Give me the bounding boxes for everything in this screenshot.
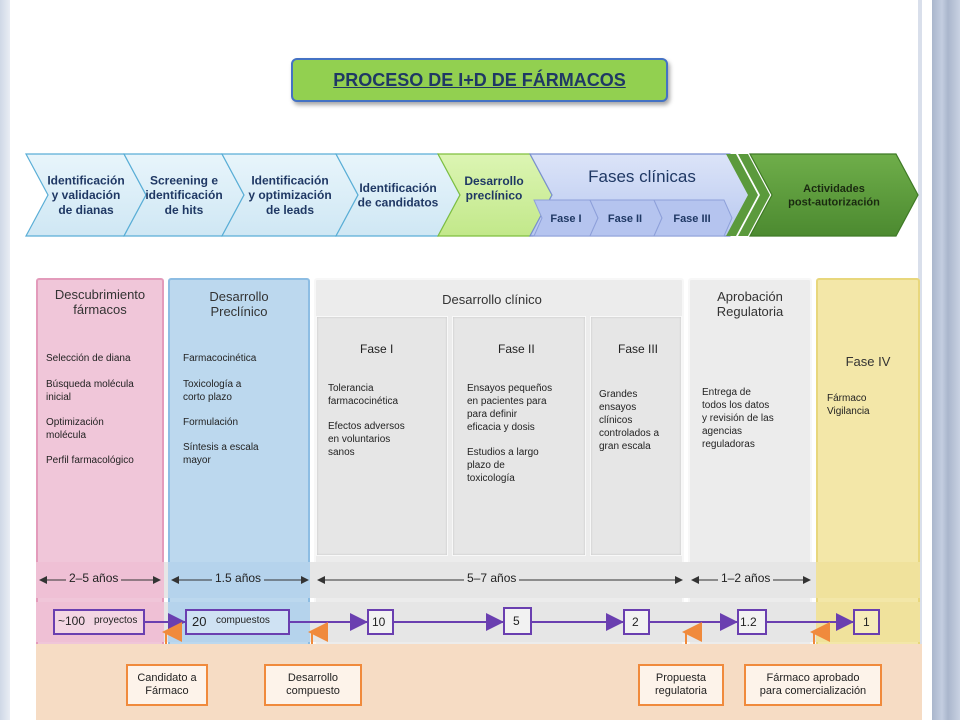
phase3-box	[590, 316, 682, 556]
count-box-regulatory	[737, 609, 767, 635]
count-preclinical-label: compuestos	[216, 615, 270, 626]
count-regulatory: 1.2	[740, 615, 757, 629]
duration-regulatory: 1–2 años	[718, 572, 774, 585]
count-box-phase4	[853, 609, 880, 635]
slide-left-border	[0, 0, 10, 720]
phase-chevron-label: Fase II	[608, 213, 642, 225]
count-phase4: 1	[863, 615, 870, 629]
count-preclinical: 20	[192, 614, 207, 629]
count-box-phase2	[503, 607, 532, 635]
separator-chevron-1	[726, 154, 758, 236]
preclinical-item: Farmacocinética	[183, 353, 257, 364]
phase4-title: Fase IV	[845, 354, 891, 369]
phase-chevron-label: Fase I	[550, 213, 581, 225]
slide-right-border	[918, 0, 960, 720]
post-authorization-chevron	[748, 153, 919, 237]
phase2-box	[452, 316, 586, 556]
page-title: PROCESO DE I+D DE FÁRMACOS	[333, 69, 626, 90]
discovery-item: Perfil farmacológico	[46, 455, 134, 466]
duration-clinical: 5–7 años	[464, 572, 520, 585]
count-box-preclinical	[185, 609, 290, 635]
phase1-box	[316, 316, 448, 556]
phase-chevron-3	[653, 199, 733, 237]
count-phase3: 2	[632, 615, 639, 629]
preclinical-item: Formulación	[183, 417, 239, 428]
count-box-phase3	[623, 609, 650, 635]
duration-preclinical: 1.5 años	[212, 572, 265, 585]
phase2-title: Fase II	[498, 342, 535, 356]
clinical-title: Desarrollo clínico	[442, 292, 542, 307]
phase-chevron-label: Fase III	[673, 213, 710, 225]
duration-discovery: 2–5 años	[66, 572, 122, 585]
phase3-title: Fase III	[618, 342, 659, 356]
phase1-title: Fase I	[360, 342, 394, 356]
separator-chevron-2	[738, 154, 770, 236]
count-box-discovery	[53, 609, 145, 635]
count-discovery-label: proyectos	[94, 615, 138, 626]
discovery-item: Selección de diana	[46, 353, 131, 364]
count-discovery: ~100	[58, 614, 86, 628]
phase4-row-cell	[816, 562, 920, 598]
title-box: PROCESO DE I+D DE FÁRMACOS	[291, 58, 668, 102]
clinical-title: Fases clínicas	[588, 167, 696, 186]
count-phase1: 10	[372, 615, 386, 629]
count-phase2: 5	[513, 614, 520, 628]
count-box-phase1	[367, 609, 394, 635]
